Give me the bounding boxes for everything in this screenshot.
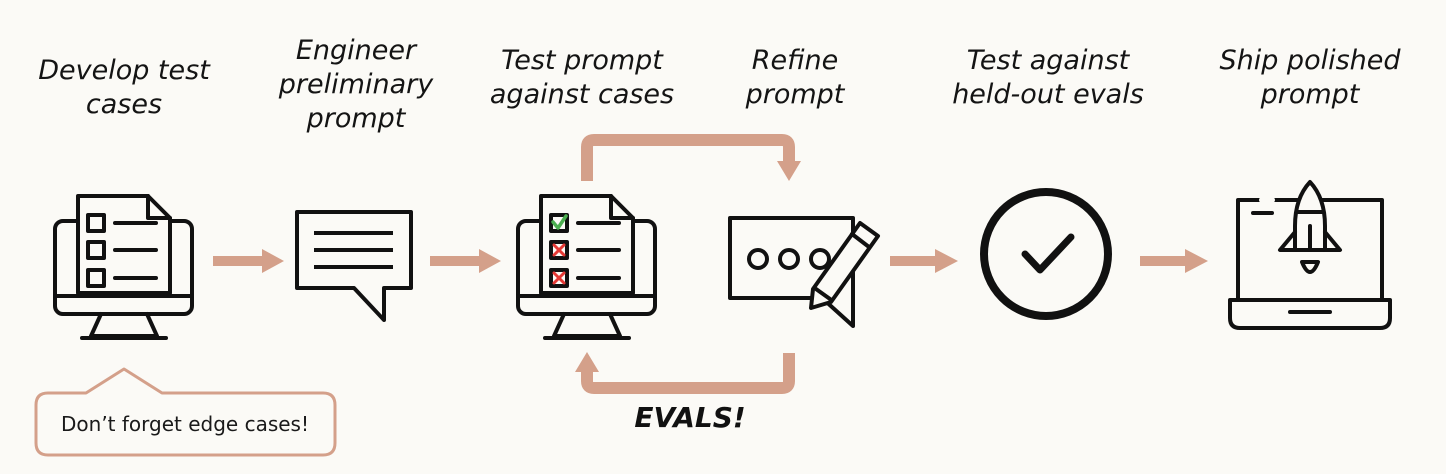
graded-checklist-monitor-icon [516,194,657,340]
red-cross-mark [552,271,566,285]
step-label-engineer-preliminary-prompt: Engineer preliminary prompt [278,35,434,134]
speech-bubble-icon [295,210,413,322]
callout-text: Don’t forget edge cases! [61,412,309,436]
step-label-develop-test-cases: Develop test cases [38,55,210,120]
red-cross-mark [552,243,566,257]
pencil-bubble-icon [728,216,880,328]
step-label-refine-prompt: Refine prompt [745,45,845,110]
step-label-test-prompt-against-cases: Test prompt against cases [489,45,675,110]
rocket-laptop-icon [1228,180,1392,330]
step-label-test-against-held-out-evals: Test against held-out evals [952,45,1144,110]
callout-bubble [34,367,337,457]
step-label-ship-polished-prompt: Ship polished prompt [1219,45,1401,110]
arrow-heldout-to-ship [1140,249,1208,273]
evals-loop-label: EVALS! [634,401,746,434]
arrow-engineer-to-test [430,249,501,273]
checklist-monitor-icon [53,194,194,340]
arrow-develop-to-engineer [213,249,284,273]
checkmark-circle-icon [980,188,1112,320]
green-check-mark [551,214,568,230]
arrow-refine-to-heldout [890,249,958,273]
loop-arrow-test-to-refine [581,134,801,181]
loop-arrow-refine-to-test [575,352,795,394]
